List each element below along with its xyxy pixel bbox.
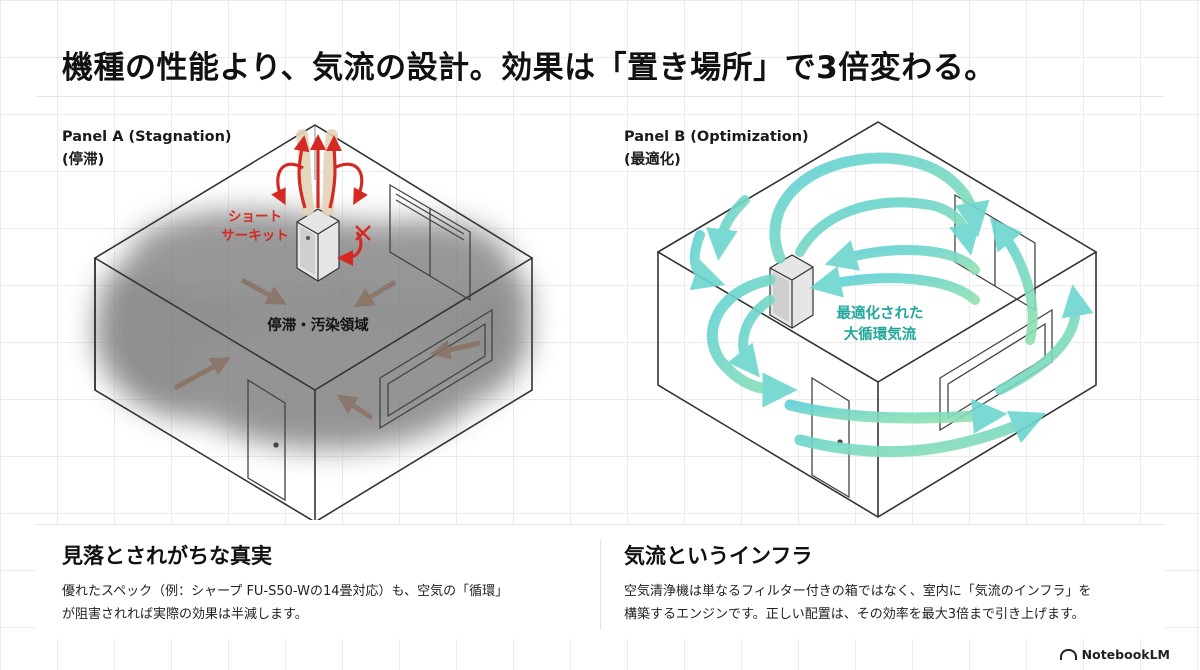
panel-b-circulation-arrows	[689, 152, 1094, 458]
notebooklm-logo-icon	[1059, 649, 1077, 660]
panel-b-room: 最適化された 大循環気流	[656, 121, 1098, 518]
right-body-line1: 空気清浄機は単なるフィルター付きの箱ではなく、室内に「気流のインフラ」を	[624, 584, 1092, 599]
right-section-title: 気流というインフラ	[624, 544, 813, 568]
panel-a-drift-arrows	[173, 277, 481, 421]
panel-b-label-en: Panel B (Optimization)	[624, 129, 809, 145]
panel-a-room: ショート サーキット 停滞・汚染領域	[93, 124, 534, 520]
scene-illustration: ショート サーキット 停滞・汚染領域	[93, 121, 1098, 520]
short-circuit-label-line1: ショート	[228, 209, 282, 225]
panel-a-side-window	[379, 308, 493, 430]
short-circuit-label-line2: サーキット	[221, 228, 289, 244]
panel-b-door	[811, 376, 850, 499]
panel-a-door	[247, 378, 286, 502]
bottom-divider	[600, 540, 601, 630]
left-body-line2: が阻害されれば実際の効果は半減します。	[62, 607, 308, 622]
right-body-line2: 構築するエンジンです。正しい配置は、その効率を最大3倍まで引き上げます。	[624, 607, 1085, 622]
panel-a-label-jp: (停滞)	[62, 152, 105, 168]
panel-a-air-purifier	[296, 208, 340, 282]
flow-label-line2: 大循環気流	[844, 325, 917, 343]
blocked-x-icon	[355, 225, 371, 241]
left-section-body: 優れたスペック（例：シャープ FU-S50-Wの14畳対応）も、空気の「循環」 …	[62, 580, 602, 626]
title-divider	[36, 96, 1164, 97]
panel-a-room-outline	[93, 124, 534, 520]
panel-a-label-en: Panel A (Stagnation)	[62, 129, 232, 145]
left-section-title: 見落とされがちな真実	[62, 544, 272, 568]
panel-a-label: Panel A (Stagnation) (停滞)	[62, 126, 232, 172]
panel-b-air-purifier	[769, 254, 814, 329]
panel-a-short-circuit-arrows	[271, 134, 368, 266]
right-section-body: 空気清浄機は単なるフィルター付きの箱ではなく、室内に「気流のインフラ」を 構築す…	[624, 580, 1164, 626]
left-body-line1: 優れたスペック（例：シャープ FU-S50-Wの14畳対応）も、空気の「循環」	[62, 584, 509, 599]
panel-b-label: Panel B (Optimization) (最適化)	[624, 126, 809, 172]
brand-name: NotebookLM	[1081, 647, 1170, 662]
page-title: 機種の性能より、気流の設計。効果は「置き場所」で3倍変わる。	[62, 50, 996, 86]
panel-b-label-jp: (最適化)	[624, 152, 681, 168]
panel-a-back-window	[389, 183, 471, 302]
brand-watermark: NotebookLM	[1059, 647, 1170, 662]
flow-label-line1: 最適化された	[837, 304, 924, 322]
stagnation-zone-label: 停滞・汚染領域	[267, 316, 369, 334]
